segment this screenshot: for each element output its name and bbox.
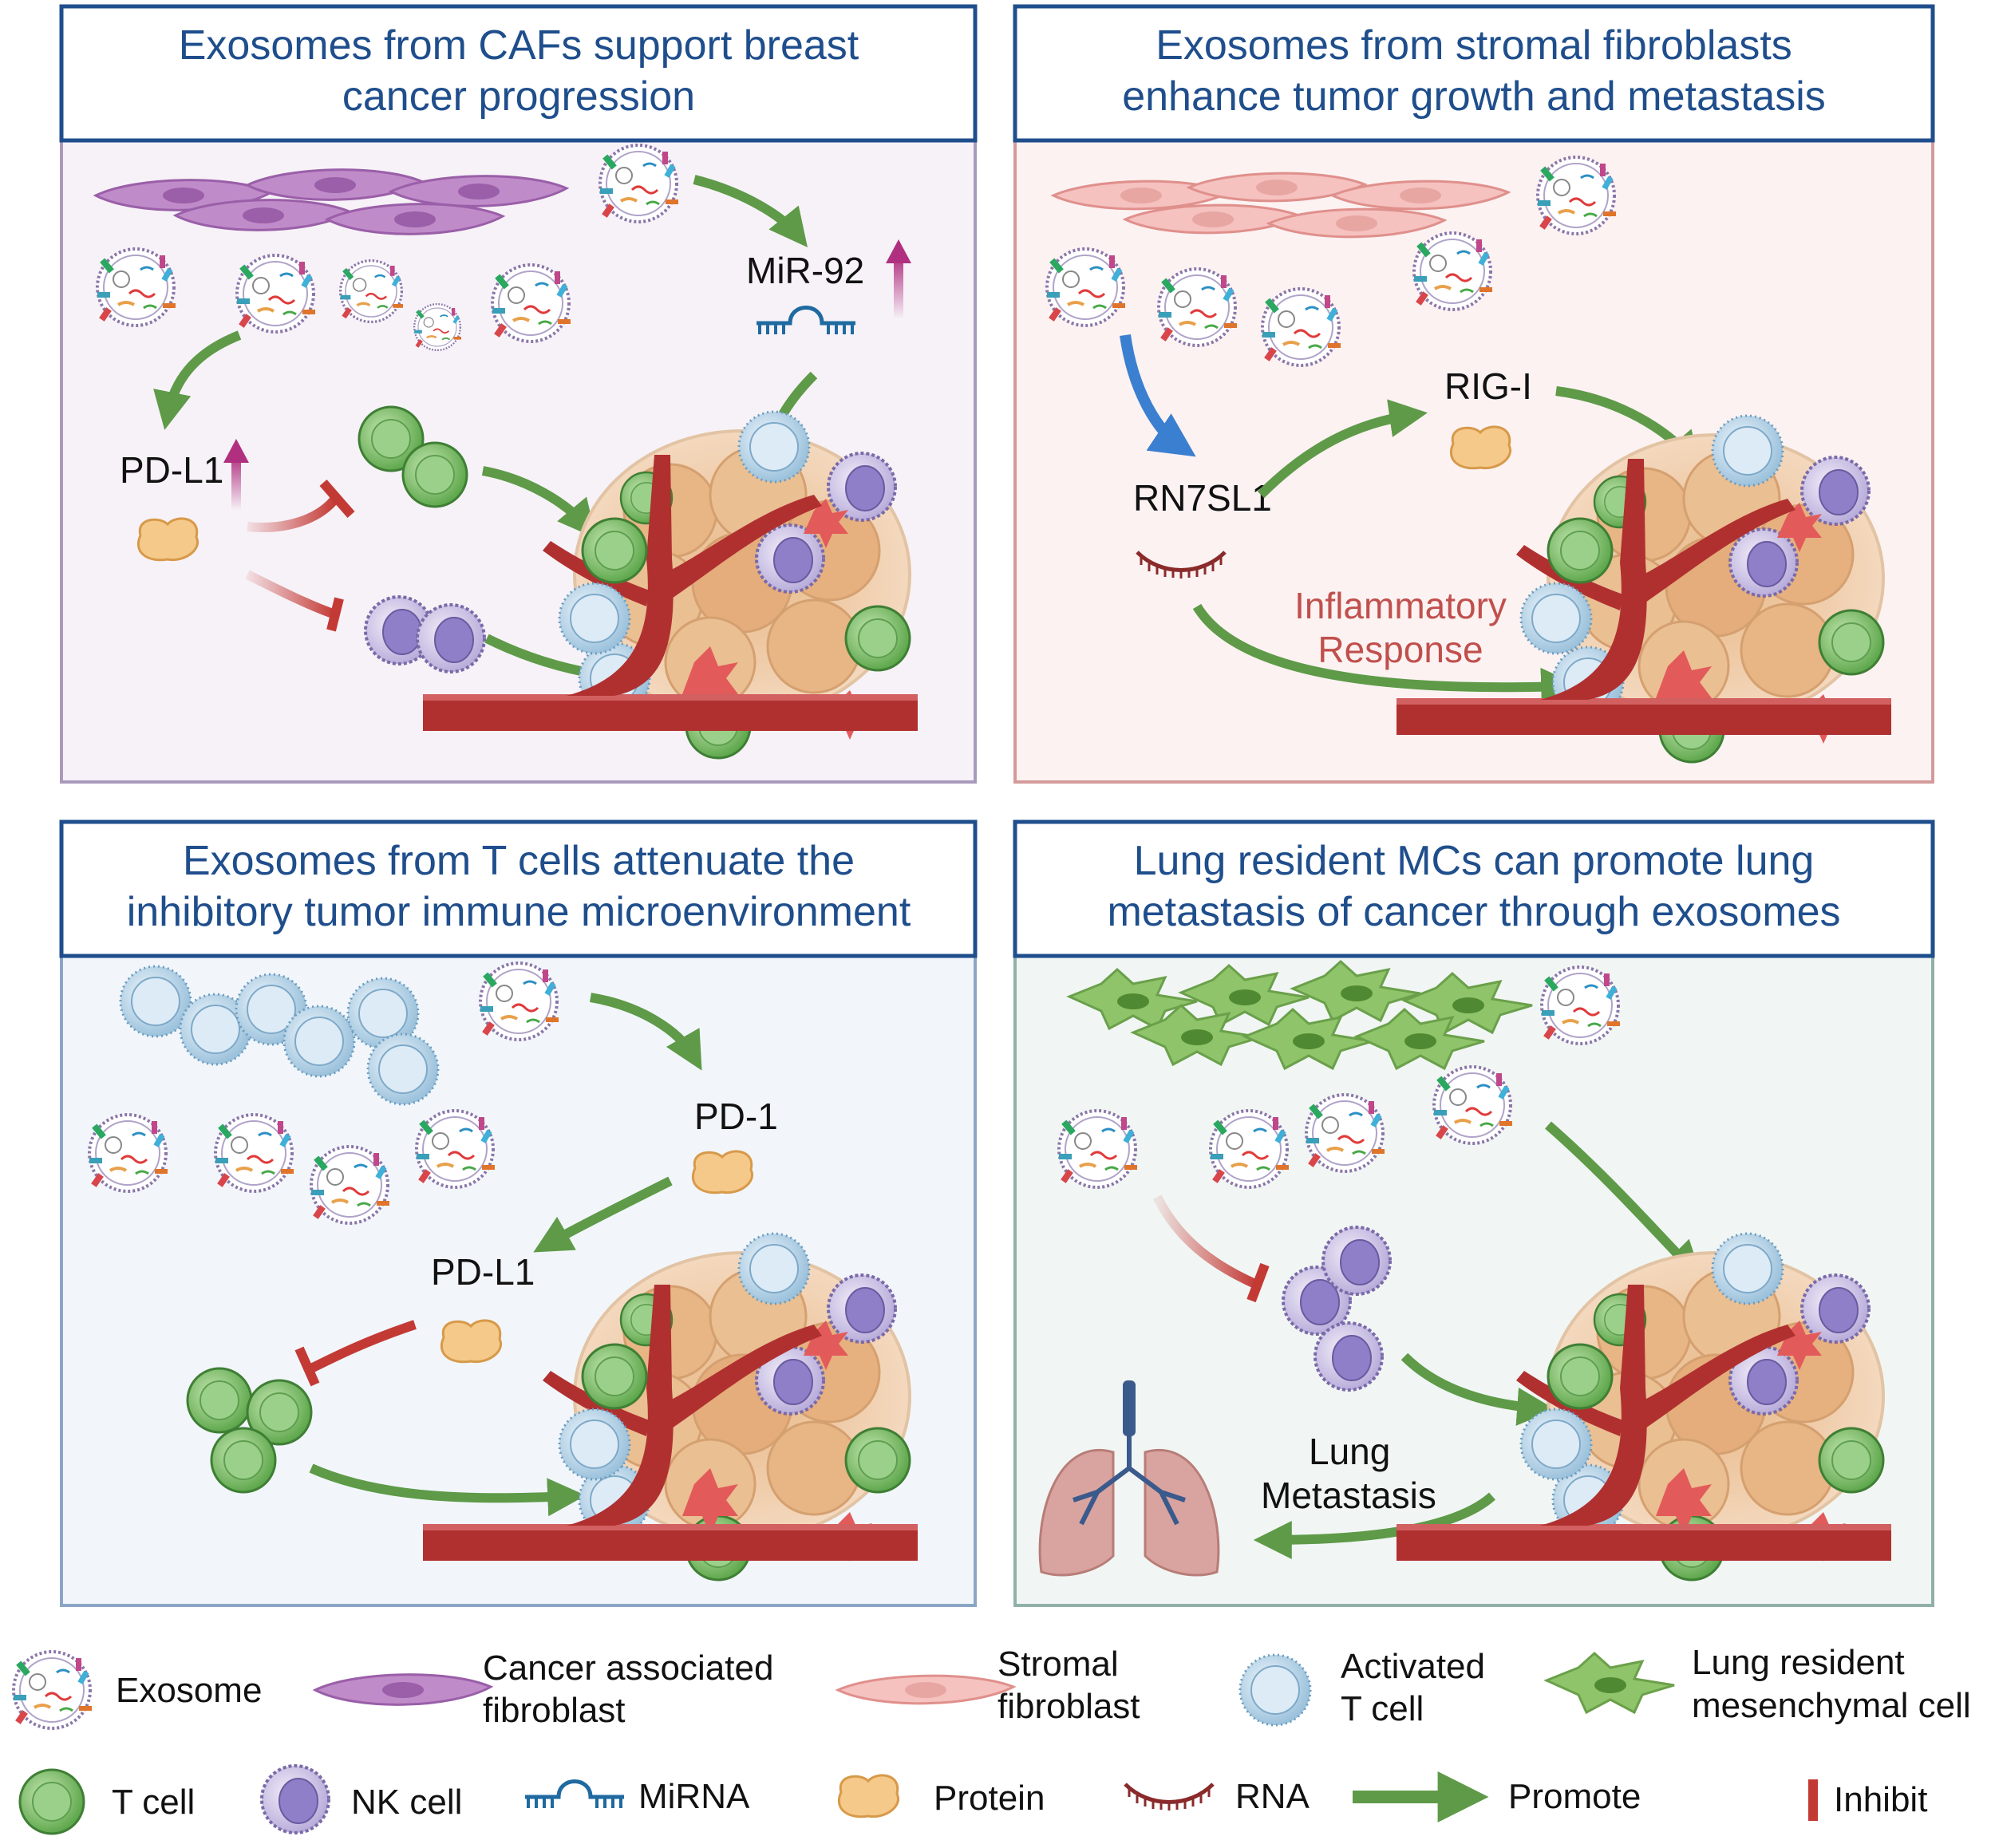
legend-mirna-icon — [525, 1782, 624, 1809]
panel-stromal-title-line2: enhance tumor growth and metastasis — [1122, 73, 1826, 120]
tcell-near-tumor — [1547, 517, 1614, 584]
panel-tcell-exosomes: Exosomes from T cells attenuate the inhi… — [59, 819, 978, 1607]
label-metastasis: Metastasis — [1261, 1475, 1436, 1516]
inhibit-line — [309, 1320, 417, 1373]
protein-icon — [136, 517, 200, 562]
legend-stromal-icon — [836, 1674, 1015, 1705]
promote-arrow — [590, 993, 702, 1071]
up-arrow-pdl1 — [231, 455, 241, 511]
legend-promote: Promote — [1508, 1777, 1641, 1816]
legend-nkcell-icon — [260, 1764, 330, 1834]
activated-tcell-near-tumor — [1519, 582, 1593, 655]
legend-inhibit: Inhibit — [1834, 1780, 1927, 1819]
promote-arrow — [1400, 1352, 1556, 1426]
up-arrow-head — [886, 239, 911, 263]
promote-arrow — [153, 330, 242, 430]
panel-lung-title-line2: metastasis of cancer through exosomes — [1107, 889, 1840, 935]
tcell-near-tumor — [1547, 1343, 1614, 1410]
legend-tcell-icon — [18, 1768, 85, 1835]
panel-lung-mc-exosomes: Lung resident MCs can promote lung metas… — [1013, 819, 1935, 1607]
legend-rna-icon — [1125, 1784, 1213, 1810]
legend-caf-line2: fibroblast — [483, 1691, 626, 1730]
up-arrow-mir92 — [894, 255, 903, 319]
protein-icon — [1449, 425, 1512, 470]
inhibit-bar — [326, 597, 344, 632]
label-pd1: PD-1 — [694, 1096, 778, 1137]
tcell-near-tumor — [581, 1343, 648, 1410]
promote-arrow — [1192, 603, 1580, 706]
legend-lung-line1: Lung resident — [1692, 1643, 1905, 1682]
panel-lung-title-line1: Lung resident MCs can promote lung — [1134, 838, 1815, 884]
label-pdl1: PD-L1 — [431, 1251, 535, 1293]
panel-lung-title-box — [1013, 819, 1935, 958]
inhibit-bar — [319, 480, 355, 518]
legend-protein-icon — [837, 1774, 900, 1818]
legend: Exosome Cancer associated fibroblast Str… — [12, 1643, 1971, 1835]
panel-caf-title-line2: cancer progression — [342, 73, 695, 120]
legend-activated-line2: T cell — [1341, 1689, 1424, 1728]
panel-tcell-title-box — [59, 819, 978, 958]
legend-tcell: T cell — [112, 1783, 195, 1822]
up-arrow-head — [223, 439, 249, 463]
panel-tcell-title-line2: inhibitory tumor immune microenvironment — [127, 889, 911, 935]
label-mir92: MiR-92 — [746, 250, 864, 291]
activated-tcell-near-tumor — [558, 1408, 631, 1481]
promote-arrow — [309, 1463, 587, 1517]
label-lung: Lung — [1309, 1431, 1390, 1472]
promote-arrow — [481, 466, 597, 539]
panel-caf-exosomes: Exosomes from CAFs support breast cancer… — [59, 4, 978, 784]
inhibit-bar — [294, 1346, 320, 1387]
legend-activated-line1: Activated — [1341, 1647, 1485, 1686]
promote-arrow — [1257, 399, 1428, 499]
panel-tcell-title-line1: Exosomes from T cells attenuate the — [183, 838, 855, 884]
inhibit-line — [245, 570, 337, 619]
inhibit-bar — [1246, 1262, 1270, 1303]
panel-caf-title-line1: Exosomes from CAFs support breast — [179, 22, 859, 69]
legend-caf-line1: Cancer associated — [483, 1649, 773, 1688]
legend-rna: RNA — [1235, 1777, 1310, 1816]
panel-stromal-title-line1: Exosomes from stromal fibroblasts — [1156, 22, 1792, 69]
label-rig-i: RIG-I — [1444, 365, 1532, 407]
label-pdl1: PD-L1 — [120, 449, 223, 491]
activated-tcell-near-tumor — [1519, 1408, 1593, 1481]
label-inflammatory: Inflammatory — [1294, 585, 1507, 626]
legend-lung-mc-icon — [1545, 1652, 1676, 1714]
inhibit-line — [1152, 1194, 1259, 1289]
legend-stromal-line1: Stromal — [998, 1645, 1119, 1684]
promote-arrow — [533, 1176, 673, 1253]
activated-tcell-near-tumor — [558, 582, 631, 655]
protein-icon — [440, 1319, 503, 1364]
nk-cells — [364, 595, 486, 673]
legend-stromal-line2: fibroblast — [998, 1687, 1140, 1726]
panel-caf-title-box — [59, 4, 978, 143]
legend-mirna: MiRNA — [638, 1777, 750, 1816]
legend-exosome: Exosome — [116, 1671, 262, 1710]
legend-caf-icon — [314, 1673, 492, 1706]
legend-lung-line2: mesenchymal cell — [1692, 1686, 1971, 1725]
protein-icon — [691, 1150, 754, 1194]
blue-arrow — [1120, 334, 1196, 457]
panel-stromal-exosomes: Exosomes from stromal fibroblasts enhanc… — [1013, 4, 1935, 784]
promote-arrow — [693, 175, 808, 247]
legend-activated-tcell-icon — [1238, 1653, 1312, 1727]
legend-nkcell: NK cell — [351, 1783, 462, 1822]
panel-stromal-title-box — [1013, 4, 1935, 143]
label-response: Response — [1317, 629, 1483, 670]
legend-exosome-icon — [12, 1650, 93, 1730]
inhibit-line — [247, 496, 339, 532]
tcell-near-tumor — [581, 517, 648, 584]
legend-protein: Protein — [934, 1779, 1045, 1818]
label-rn7sl1: RN7SL1 — [1133, 477, 1272, 519]
